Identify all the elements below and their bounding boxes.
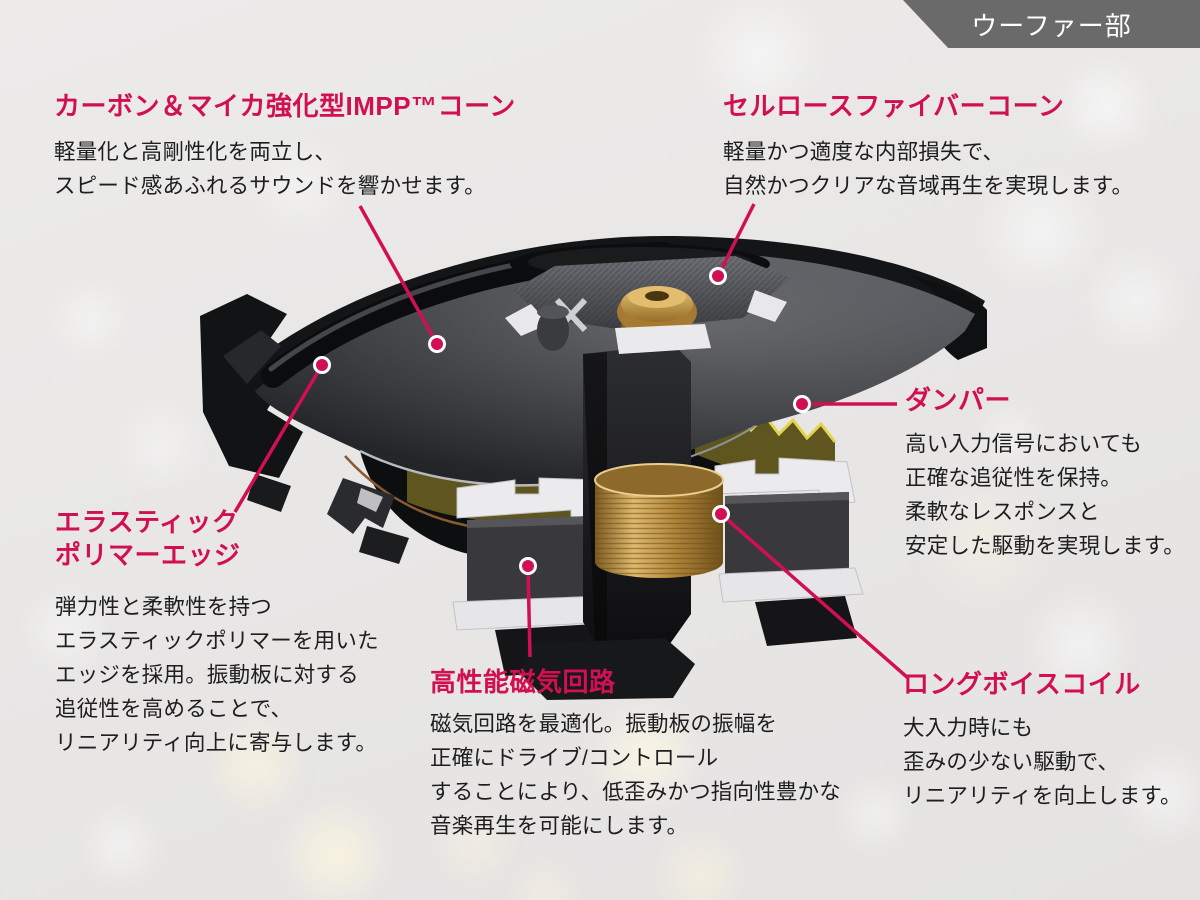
section-badge: ウーファー部 xyxy=(903,0,1200,48)
label-magnetic-circuit-title: 高性能磁気回路 xyxy=(430,667,616,697)
label-damper-title: ダンパー xyxy=(905,385,1012,415)
label-polymer-edge-title: エラスティック ポリマーエッジ xyxy=(55,507,241,570)
label-damper: ダンパー 高い入力信号においても 正確な追従性を保持。 柔軟なレスポンスと 安定… xyxy=(905,384,1185,563)
label-carbon-cone-title: カーボン＆マイカ強化型IMPP™コーン xyxy=(54,91,516,121)
label-voice-coil-desc: 大入力時にも 歪みの少ない駆動で、 リニアリティを向上します。 xyxy=(903,716,1182,808)
label-voice-coil: ロングボイスコイル 大入力時にも 歪みの少ない駆動で、 リニアリティを向上します… xyxy=(903,668,1182,813)
label-cellulose-cone-desc: 軽量かつ適度な内部損失で、 自然かつクリアな音域再生を実現します。 xyxy=(723,140,1134,198)
label-polymer-edge: エラスティック ポリマーエッジ 弾力性と柔軟性を持つ エラスティックポリマーを用… xyxy=(55,506,379,760)
section-badge-label: ウーファー部 xyxy=(971,10,1132,41)
label-cellulose-cone: セルロースファイバーコーン 軽量かつ適度な内部損失で、 自然かつクリアな音域再生… xyxy=(723,90,1133,203)
label-magnetic-circuit: 高性能磁気回路 磁気回路を最適化。振動板の振幅を 正確にドライブ/コントロール … xyxy=(430,666,841,843)
label-magnetic-circuit-desc: 磁気回路を最適化。振動板の振幅を 正確にドライブ/コントロール することにより、… xyxy=(430,712,842,838)
label-cellulose-cone-title: セルロースファイバーコーン xyxy=(723,91,1065,121)
label-damper-desc: 高い入力信号においても 正確な追従性を保持。 柔軟なレスポンスと 安定した駆動を… xyxy=(905,432,1185,558)
label-carbon-cone-desc: 軽量化と高剛性化を両立し、 スピード感あふれるサウンドを響かせます。 xyxy=(54,140,486,198)
label-voice-coil-title: ロングボイスコイル xyxy=(903,669,1141,699)
label-carbon-cone: カーボン＆マイカ強化型IMPP™コーン 軽量化と高剛性化を両立し、 スピード感あ… xyxy=(54,90,516,203)
label-polymer-edge-desc: 弾力性と柔軟性を持つ エラスティックポリマーを用いた エッジを採用。振動板に対す… xyxy=(55,595,379,755)
